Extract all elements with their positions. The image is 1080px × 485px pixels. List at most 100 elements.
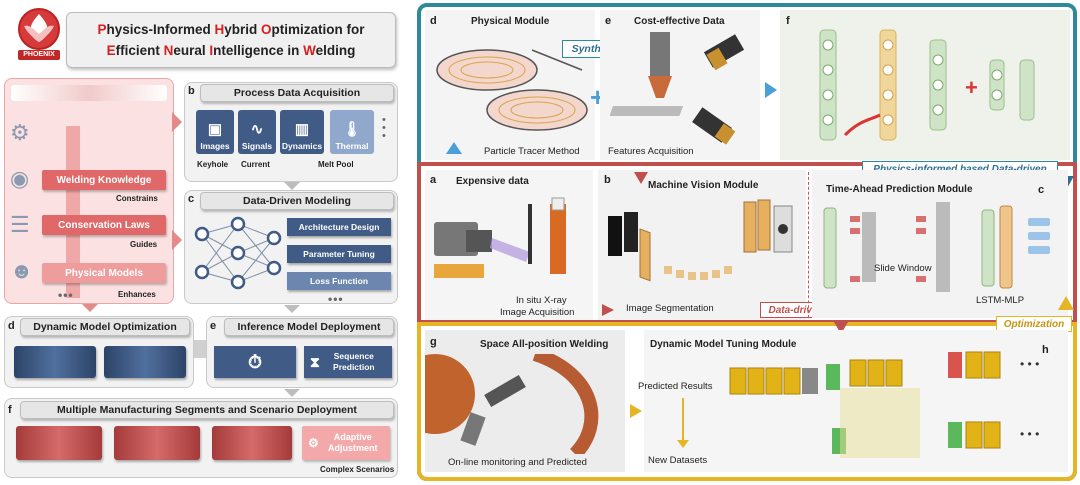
b-more-dots: ••• (382, 114, 386, 142)
main-title: Physics-Informed Hybrid Optimization for… (66, 12, 396, 68)
right-g-letter: g (430, 336, 437, 348)
sequence-prediction-box: ⧗ Sequence Prediction (304, 346, 392, 378)
title-line-1: Physics-Informed Hybrid Optimization for (67, 22, 395, 37)
image-acquisition-caption: Image Acquisition (500, 307, 575, 318)
signal-icon: ∿ (250, 121, 264, 138)
svg-text:• • •: • • • (1020, 357, 1039, 371)
complex-scenarios-caption: Complex Scenarios (320, 465, 395, 474)
blurred-header-strip (11, 85, 167, 101)
dynamics-box: ▥ Dynamics (280, 110, 324, 154)
panel-b-letter: b (188, 85, 195, 97)
architecture-design-box: Architecture Design (287, 218, 391, 236)
thermal-label: Thermal (335, 141, 369, 151)
title-fragment: eural (173, 43, 210, 58)
gold-arrow-g-h (630, 404, 642, 418)
blurred-chart-box (104, 346, 186, 378)
image-icon: ▣ (207, 121, 223, 138)
arrow-to-b (172, 112, 182, 132)
title-fragment: I (209, 43, 214, 58)
head-icon: ☻ (10, 258, 34, 283)
keyhole-caption: Keyhole (197, 160, 229, 169)
tuning-sequence-illustration: • • • • • • (729, 351, 1039, 458)
sequence-prediction-label: Sequence Prediction (333, 351, 375, 372)
model-tuning-title: Dynamic Model Tuning Module (650, 339, 797, 350)
title-fragment: elding (315, 43, 356, 58)
phoenix-logo: PHOENIX (14, 4, 64, 72)
pipe-welding-illustration (425, 354, 599, 454)
right-a-letter: a (430, 174, 437, 186)
fusion-network-illustration: + (819, 29, 1035, 141)
lstm-mlp-label: LSTM-MLP (976, 295, 1025, 306)
physical-models-box: Physical Models (42, 263, 166, 283)
dynamics-label: Dynamics (281, 141, 323, 151)
hourglass-icon: ⧗ (310, 353, 320, 370)
logo-text: PHOENIX (23, 51, 55, 58)
arrow-e-to-f (284, 389, 300, 397)
blurred-segment-3 (212, 426, 292, 460)
melt-pool-caption: Melt Pool (318, 160, 354, 169)
title-fragment: ptimization for (271, 22, 365, 37)
adaptive-adjustment-box: ⚙ Adaptive Adjustment (302, 426, 390, 460)
knowledge-more-dots: ••• (58, 288, 74, 302)
chart-icon: ▥ (294, 121, 310, 138)
bottom-band (417, 322, 1077, 481)
blurred-segment-1 (16, 426, 102, 460)
time-ahead-title: Time-Ahead Prediction Module (826, 184, 973, 195)
svg-text:+: + (965, 75, 978, 100)
data-driven-header: Data-Driven Modeling (200, 192, 394, 210)
constrains-label: Constrains (116, 194, 158, 203)
c-more-dots: ••• (328, 292, 344, 306)
title-fragment: E (106, 43, 116, 58)
torch-illustration (610, 32, 745, 145)
right-f-letter: f (786, 15, 790, 27)
welding-title: Space All-position Welding (480, 339, 609, 350)
images-label: Images (200, 141, 230, 151)
cost-effective-title: Cost-effective Data (634, 16, 725, 27)
down-arrow-predicted (682, 398, 684, 442)
title-fragment: hysics-Informed (106, 22, 215, 37)
title-line-2: Efficient Neural Intelligence in Welding (67, 43, 395, 58)
predicted-results-label: Predicted Results (638, 381, 713, 392)
brain-icon: ◉ (10, 166, 30, 191)
arrow-b-to-c (284, 182, 300, 190)
panel-c-letter: c (188, 193, 195, 205)
title-fragment: P (97, 22, 107, 37)
signals-label: Signals (241, 141, 273, 151)
panel-f-letter: f (8, 404, 12, 416)
loss-function-box: Loss Function (287, 272, 391, 290)
right-c-letter: c (1038, 184, 1045, 196)
panel-e-letter: e (210, 320, 217, 332)
thermometer-icon: 🌡 (342, 121, 362, 138)
guides-label: Guides (130, 240, 158, 249)
svg-text:• • •: • • • (1020, 427, 1039, 441)
arrow-c-to-e (284, 305, 300, 313)
dynamic-optimization-header: Dynamic Model Optimization (20, 318, 190, 336)
right-b-letter: b (604, 174, 611, 186)
thermal-box: 🌡 Thermal (330, 110, 374, 154)
segmentation-illustration (608, 199, 793, 282)
up-gold-arrow (1058, 296, 1074, 310)
right-d-letter: d (430, 15, 437, 27)
up-arrow-to-d (446, 142, 462, 154)
down-arrowhead-predicted (677, 440, 689, 448)
blurred-table-box (14, 346, 96, 378)
deployment-header: Multiple Manufacturing Segments and Scen… (20, 401, 394, 419)
xray-illustration (434, 197, 566, 278)
inference-deployment-header: Inference Model Deployment (224, 318, 394, 336)
melt-pool-illustration (436, 49, 588, 131)
right-h-letter: h (1042, 344, 1049, 356)
arrow-a-to-d (82, 304, 98, 312)
adaptive-adjustment-label: Adaptive Adjustment (328, 432, 378, 453)
in-situ-caption: In situ X-ray (516, 295, 567, 306)
slide-window-label: Slide Window (874, 263, 932, 274)
dashed-divider (808, 172, 809, 318)
title-fragment: O (261, 22, 272, 37)
down-red-arrow-e-b (634, 172, 648, 184)
current-caption: Current (241, 160, 270, 169)
enhances-label: Enhances (118, 290, 156, 299)
workflow-icon: ⚙ (10, 120, 30, 145)
neural-network-icon (194, 216, 282, 290)
panel-d-letter: d (8, 320, 15, 332)
arrow-to-c (172, 230, 182, 250)
right-e-letter: e (605, 15, 612, 27)
